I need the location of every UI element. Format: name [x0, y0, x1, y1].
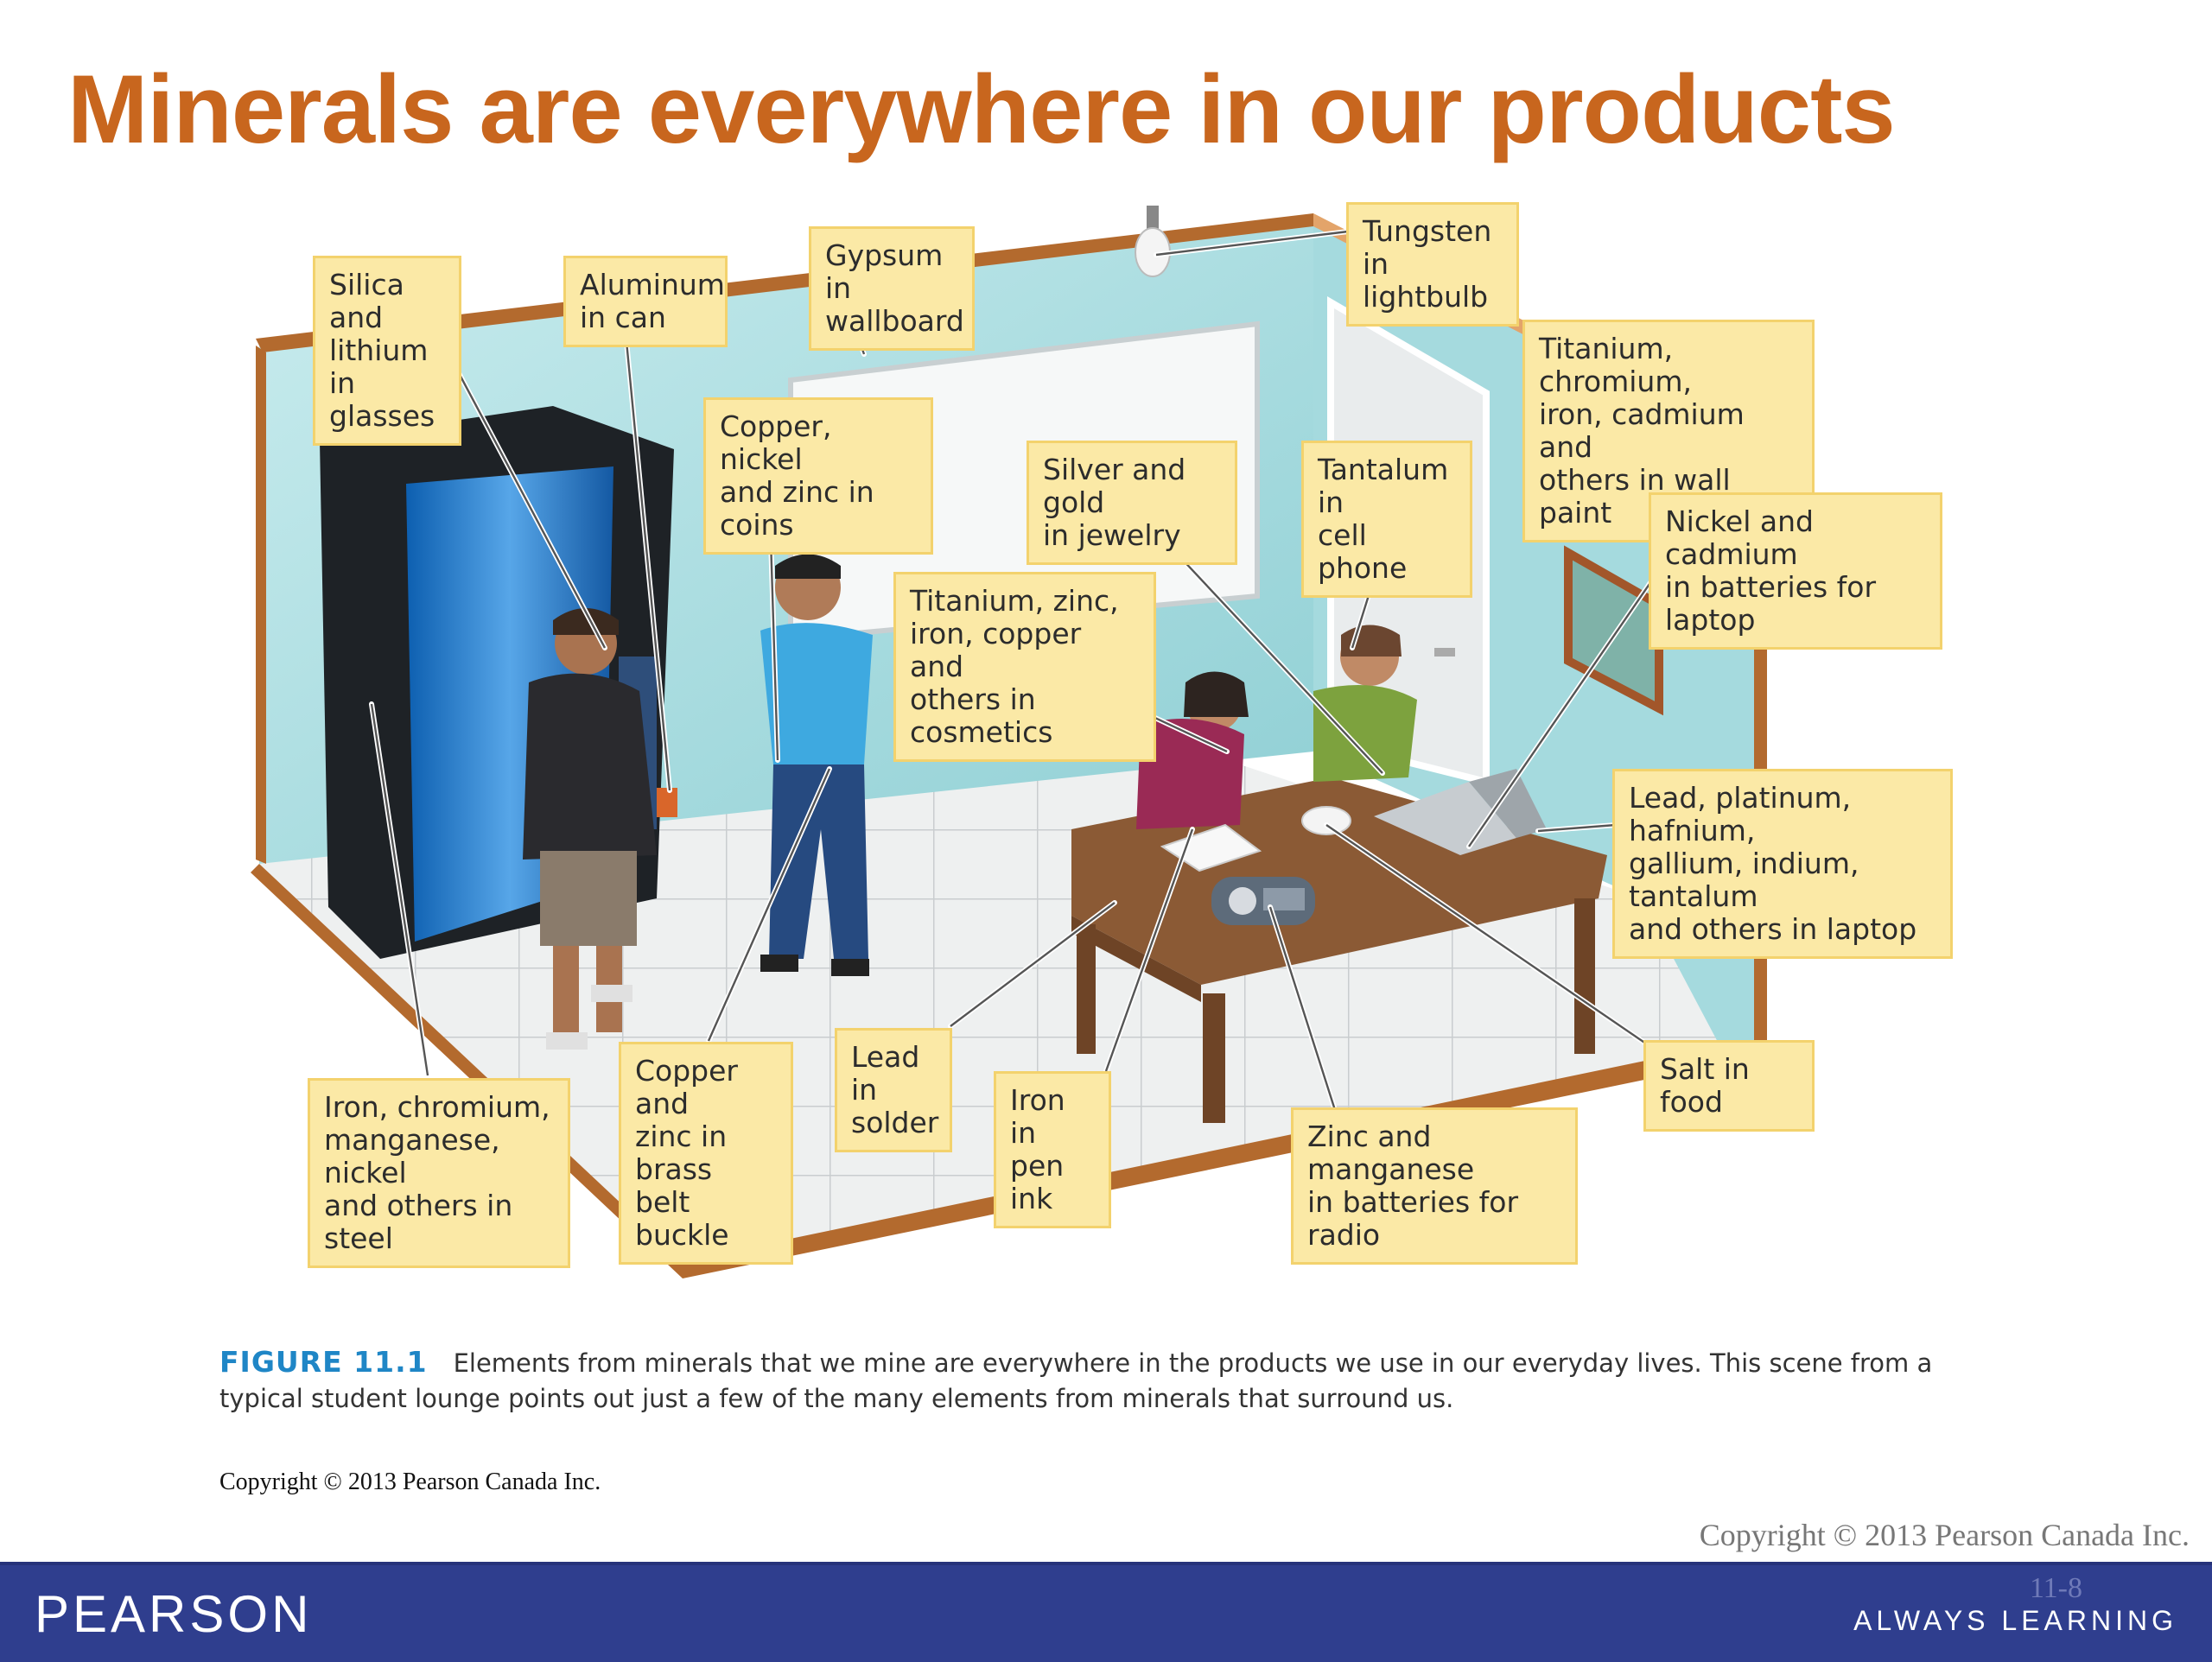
lightbulb	[1135, 206, 1171, 277]
bowl	[1301, 806, 1351, 835]
callout-salt: Salt in food	[1643, 1040, 1815, 1132]
callout-gypsum-wallboard: Gypsum in wallboard	[809, 226, 975, 351]
person-left	[523, 608, 677, 1050]
callout-laptop: Lead, platinum, hafnium, gallium, indium…	[1612, 769, 1953, 959]
pearson-logo: PEARSON	[35, 1585, 313, 1643]
callout-tungsten-lightbulb: Tungsten in lightbulb	[1346, 202, 1519, 327]
callout-pen-ink: Iron in pen ink	[994, 1071, 1111, 1228]
footer-tagline: ALWAYS LEARNING	[1853, 1605, 2177, 1636]
callout-belt-buckle: Copper and zinc in brass belt buckle	[619, 1042, 793, 1265]
footer-bar: PEARSON 11-8 ALWAYS LEARNING	[0, 1562, 2212, 1662]
person-standing	[760, 554, 873, 976]
figure-copyright: Copyright © 2013 Pearson Canada Inc.	[219, 1469, 601, 1495]
callout-radio-batteries: Zinc and manganese in batteries for radi…	[1291, 1107, 1578, 1265]
laptop	[1374, 782, 1516, 855]
radio	[1211, 877, 1315, 925]
figure-caption-text: Elements from minerals that we mine are …	[219, 1348, 1933, 1413]
floor-edge	[251, 864, 683, 1278]
callout-cosmetics: Titanium, zinc, iron, copper and others …	[893, 572, 1156, 762]
paper	[1160, 823, 1262, 872]
callout-tantalum-phone: Tantalum in cell phone	[1301, 441, 1472, 598]
callout-jewelry: Silver and gold in jewelry	[1027, 441, 1237, 565]
slide-title: Minerals are everywhere in our products	[67, 55, 1896, 163]
callout-solder: Lead in solder	[835, 1028, 952, 1152]
callout-silica-lithium-glasses: Silica and lithium in glasses	[313, 256, 461, 446]
callout-laptop-batteries: Nickel and cadmium in batteries for lapt…	[1649, 492, 1942, 650]
callout-aluminum-can: Aluminum in can	[563, 256, 728, 347]
callout-steel: Iron, chromium, manganese, nickel and ot…	[308, 1078, 570, 1268]
callout-coins: Copper, nickel and zinc in coins	[703, 397, 933, 555]
page-number: 11-8	[2029, 1572, 2082, 1604]
figure-label: FIGURE 11.1	[219, 1345, 428, 1379]
wall-top-left	[256, 213, 1313, 352]
slide-copyright: Copyright © 2013 Pearson Canada Inc.	[1699, 1518, 2190, 1552]
